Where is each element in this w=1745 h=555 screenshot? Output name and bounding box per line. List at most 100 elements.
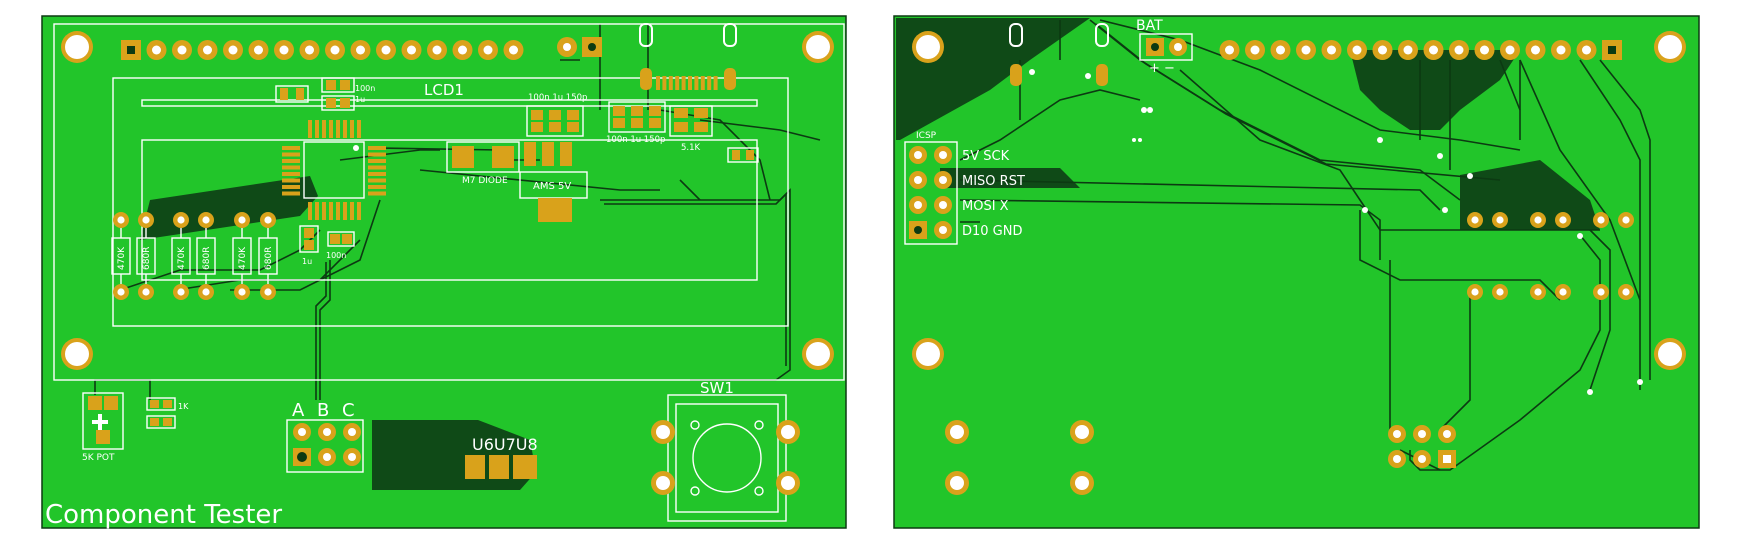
back-header-pin [1219,40,1240,60]
mcu-pin [315,202,319,220]
mcu-pin [368,146,386,150]
regulator-ams [519,142,588,222]
back-header-pin [1576,40,1597,60]
mcu-pin [350,120,354,138]
lcd-header-pin [197,40,218,60]
back-header-pin [1474,40,1495,60]
lcd-header-pin [121,40,141,60]
resistor-label: 470K [238,246,248,270]
switch-label: SW1 [700,379,734,397]
mcu-pin [282,159,300,163]
resistor-pad-bottom [138,284,154,300]
lcd-header-pin [452,40,473,60]
icsp-row-4: D10 GND [962,224,1023,239]
usb-pin [681,76,686,90]
mcu-pin [308,120,312,138]
resistor-label: 470K [117,246,127,270]
usb-pin [700,76,705,90]
mcu-pin [282,185,300,189]
pot-label: 5K POT [82,453,115,463]
back-resistor-pad-bottom [1492,284,1508,300]
back-header-pin [1525,40,1546,60]
lcd-header-pins [121,40,524,60]
lcd-header-pin [401,40,422,60]
mcu-pin [282,146,300,150]
mcu-pin [329,202,333,220]
lcd-header-pin [172,40,192,60]
back-mounting-holes [912,31,1686,370]
cap-label-100n-top: 100n [355,84,375,93]
usb-connector [639,23,737,90]
front-mounting-holes [61,31,834,370]
mcu-pin [368,178,386,183]
back-header-pin [1602,40,1622,60]
usb-mount-tabs-back [1009,23,1147,142]
mcu-pin [282,165,300,170]
back-header-pin [1500,40,1520,60]
back-resistor-pad-top [1618,212,1634,228]
back-resistor-pad-bottom [1530,284,1546,300]
mcu-pin [357,202,361,220]
usb-pin [694,76,699,90]
transistor-socket [465,455,537,479]
icsp-label: ICSP [916,131,937,141]
back-copper-pour-left [896,18,1090,140]
test-port-header [286,419,364,473]
mcu-pin [322,120,326,138]
cap-bottom-1u-label: 1u [302,257,312,266]
microcontroller-chip [282,120,386,220]
lcd-header-pin [350,40,371,60]
mcu-pin [368,191,386,196]
icsp-row-3: MOSI X [962,199,1009,214]
back-header-pin [1270,40,1291,60]
lcd-header-pin [223,40,243,60]
lcd-header-pin [248,40,269,60]
test-port-label-a: A [292,400,305,421]
back-resistor-pad-bottom [1593,284,1609,300]
mcu-pin [368,159,386,163]
resistor-pad-bottom [173,284,189,300]
back-copper-pour-top [1350,50,1520,130]
back-traces [959,19,1651,471]
smd-part-right [727,147,759,163]
back-resistor-pad-top [1593,212,1609,228]
back-resistor-pad-top [1467,212,1483,228]
usb-pin [662,76,667,90]
resistor-1k [146,397,176,429]
lcd-header-strip [141,99,758,107]
resistor-label: 680R [142,247,152,270]
potentiometer [82,392,124,450]
back-resistor-pads [1467,212,1634,300]
back-header-pin [1321,40,1342,60]
cap-bottom-100n-label: 100n [326,251,346,260]
mcu-pin [282,172,300,176]
resistor-label: 680R [264,247,274,270]
back-board: BAT + − ICSP 5V SCK MISO RST MOSI X D10 … [893,15,1700,529]
back-board-substrate [893,15,1700,529]
back-header-pin [1398,40,1418,60]
resistor-pad-top [173,212,189,228]
resistor-pad-bottom [260,284,276,300]
icsp-header [904,141,958,245]
back-test-port [1388,425,1456,468]
back-resistor-pad-top [1530,212,1546,228]
back-header-pin [1551,40,1571,60]
lcd-display-area [141,139,758,281]
resistor-pad-top [138,212,154,228]
back-copper-pour-icsp [940,168,1080,188]
back-header-pin [1449,40,1469,60]
lcd-header-pin [325,40,345,60]
resistor-pad-bottom [234,284,250,300]
mcu-pin [357,120,361,138]
lcd-header-pin [478,40,498,60]
resistor-label: 680R [202,247,212,270]
battery-polarity: + − [1149,61,1175,76]
lcd-header-pin [146,40,167,60]
back-vias [1132,107,1643,395]
front-board: 100n 1u LCD1 100n 1u 150p 100n 1u 150p 5… [41,15,847,530]
mcu-pin [282,178,300,183]
mcu-pin [368,165,386,170]
resistor-pad-top [260,212,276,228]
